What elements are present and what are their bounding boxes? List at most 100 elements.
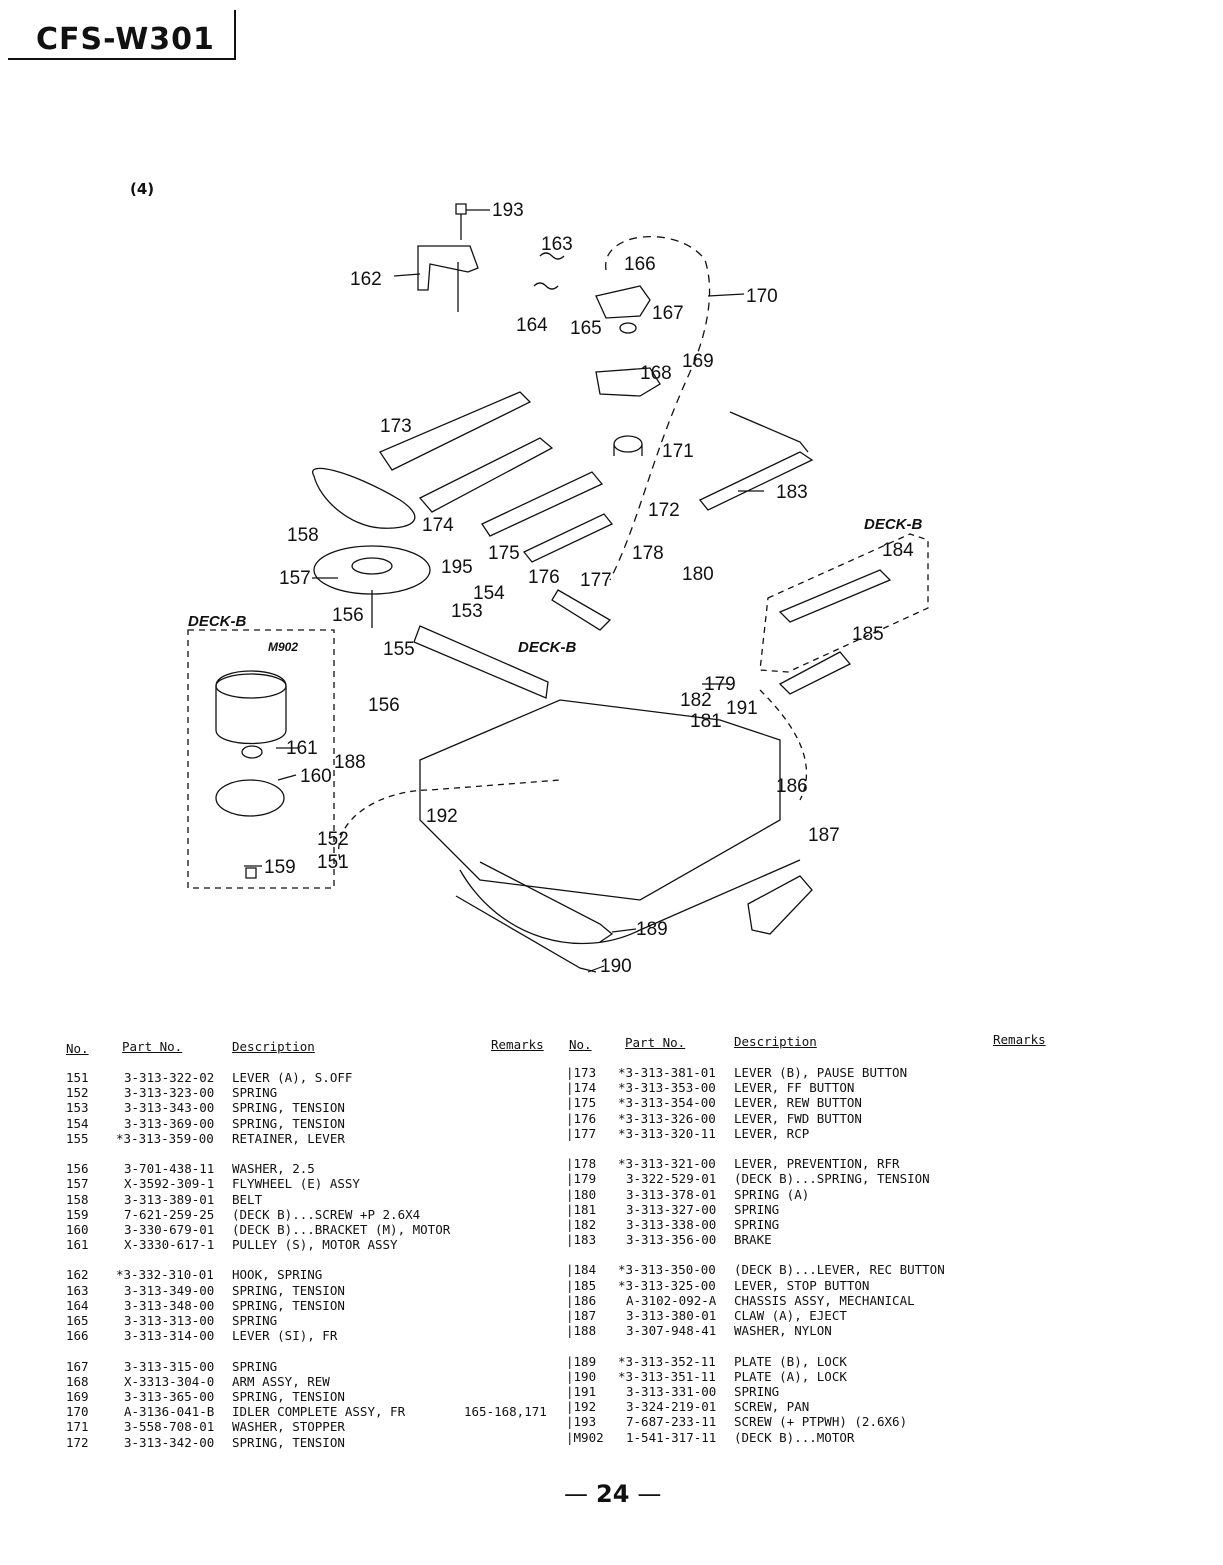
model-number: CFS-W301 [36,22,215,57]
idler-lever-part [595,285,651,319]
part-number: *3-313-351-11 [618,1368,716,1384]
callout-159: 159 [264,857,296,878]
part-number: 3-313-327-00 [626,1201,717,1217]
group-gap [66,1343,556,1358]
group-gap [566,1247,1066,1262]
part-number: *3-313-352-11 [618,1353,716,1369]
callout-167: 167 [652,303,684,324]
belt-part [311,467,416,529]
left-header-part: Part No. [122,1039,183,1054]
flywheel-part [313,545,431,595]
callout-193: 193 [492,200,524,221]
part-number: 3-313-380-01 [626,1308,717,1323]
callout-182: 182 [680,690,712,711]
part-description: SCREW, PAN [734,1399,810,1415]
callout-176: 176 [528,567,560,588]
part-description: IDLER COMPLETE ASSY, FR [232,1404,406,1420]
part-description: SPRING [734,1383,780,1399]
part-ref: |175 [566,1095,597,1111]
part-number: X-3313-304-0 [124,1373,215,1389]
callout-164: 164 [516,315,548,336]
part-number: 3-313-348-00 [124,1297,215,1313]
callout-189: 189 [636,919,668,940]
motor-label: M902 [268,640,298,654]
part-ref: |184 [566,1262,597,1278]
callout-174: 174 [422,515,454,536]
callout-156a: 156 [332,605,364,626]
part-ref: 160 [66,1221,89,1237]
part-ref: 167 [66,1358,89,1374]
part-description: WASHER, STOPPER [232,1419,345,1435]
part-ref: |182 [566,1216,597,1232]
part-number: 3-307-948-41 [626,1323,717,1339]
part-ref: 168 [66,1373,89,1389]
part-number: A-3136-041-B [124,1404,215,1420]
callout-195: 195 [441,557,473,578]
part-ref: |178 [566,1156,597,1172]
lever-176-part [522,513,614,563]
part-description: SPRING [232,1085,278,1101]
part-description: SPRING (A) [734,1186,810,1202]
lever-185-part [778,651,852,695]
group-gap [66,1146,556,1161]
lever-184-part [778,569,892,623]
retainer-155-part [413,625,549,699]
callout-169: 169 [682,351,714,372]
right-header-part: Part No. [625,1035,686,1050]
part-ref: 158 [66,1191,89,1207]
figure-label: (4) [130,180,155,198]
part-ref: 157 [66,1176,89,1192]
motor-bracket-part [215,779,285,817]
part-ref: |M902 [566,1429,604,1445]
part-number: 3-313-331-00 [626,1383,717,1399]
part-ref: |191 [566,1383,597,1399]
callout-184: 184 [882,540,914,561]
part-description: WASHER, 2.5 [232,1161,315,1177]
deck-tag-right: DECK-B [864,516,922,533]
spring-163-part [539,252,565,260]
left-header-desc: Description [232,1039,315,1054]
part-ref: |190 [566,1368,597,1384]
lever-177-part [551,589,612,631]
part-ref: 161 [66,1237,89,1253]
callout-153: 153 [451,601,483,622]
left-header-no: No. [66,1041,89,1056]
left-header-remarks: Remarks [491,1037,544,1052]
part-number: *3-313-359-00 [116,1130,214,1146]
part-number: *3-313-325-00 [618,1277,716,1293]
callout-158: 158 [287,525,319,546]
part-description: BELT [232,1191,263,1207]
washer-167-part [619,322,637,334]
part-description: SPRING, TENSION [232,1115,345,1131]
part-description: CHASSIS ASSY, MECHANICAL [734,1292,915,1308]
part-description: SPRING, TENSION [232,1282,345,1298]
callout-168: 168 [640,363,672,384]
callout-165: 165 [570,318,602,339]
callout-154: 154 [473,583,505,604]
callout-173: 173 [380,416,412,437]
part-description: LEVER, REW BUTTON [734,1095,862,1111]
part-number: 3-313-389-01 [124,1191,215,1207]
page-number-value: 24 [596,1480,630,1508]
callout-192: 192 [426,806,458,827]
part-ref: 166 [66,1328,89,1344]
callout-151: 151 [317,852,349,873]
part-description: FLYWHEEL (E) ASSY [232,1176,360,1192]
deck-tag-center: DECK-B [518,639,576,656]
part-description: SPRING [232,1313,278,1328]
